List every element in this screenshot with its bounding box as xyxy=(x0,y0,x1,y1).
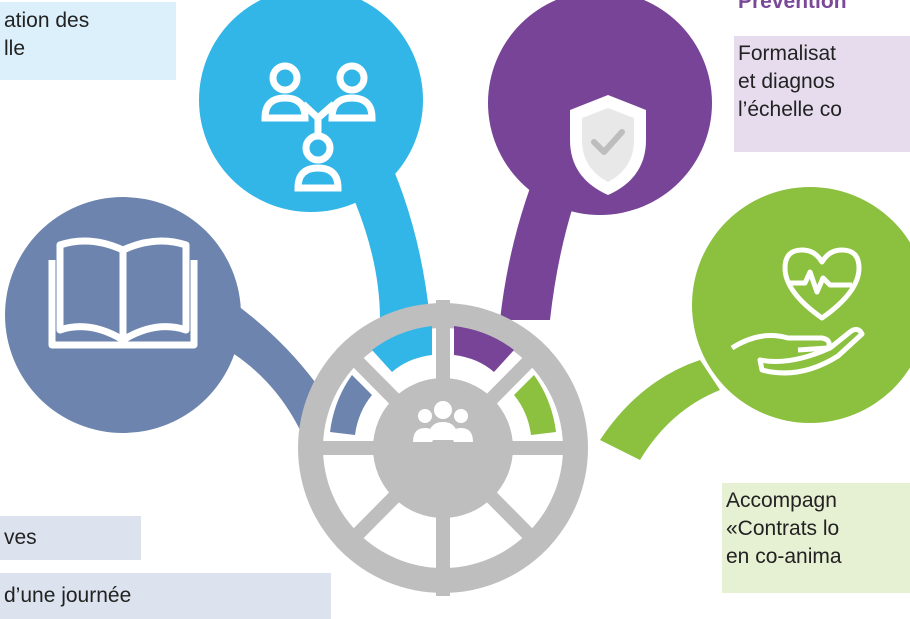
prevention-heading: Prévention xyxy=(738,0,847,13)
textbox-bottom-right-line-3: en co-anima xyxy=(726,545,842,568)
network-node xyxy=(199,0,423,212)
hub xyxy=(298,300,588,596)
textbox-bottom-left-1: ves xyxy=(0,516,141,560)
people-network-icon xyxy=(261,62,376,192)
textbox-bottom-right: Accompagn «Contrats lo en co-anima xyxy=(722,483,910,593)
textbox-top-left: ation des lle xyxy=(0,2,176,80)
health-node xyxy=(692,187,910,423)
stem-health xyxy=(600,360,720,460)
textbox-top-right-line-3: l’échelle co xyxy=(738,98,842,121)
textbox-bottom-left-2-line-1: d’une journée xyxy=(4,584,132,607)
textbox-top-right: Formalisat et diagnos l’échelle co xyxy=(734,36,910,152)
hub-segment-sky-blue xyxy=(372,326,432,372)
textbox-top-left-line-1: ation des xyxy=(4,9,90,32)
textbox-top-left-line-2: lle xyxy=(4,37,26,60)
textbox-top-right-line-2: et diagnos xyxy=(738,70,835,93)
hub-segment-blue-slate xyxy=(330,375,372,435)
textbox-bottom-left-2: d’une journée xyxy=(0,573,331,619)
hub-segment-green xyxy=(514,375,556,435)
textbox-bottom-right-line-2: «Contrats lo xyxy=(726,517,840,540)
textbox-bottom-left-1-line-1: ves xyxy=(4,526,37,549)
hub-segment-purple xyxy=(454,326,514,372)
group-icon xyxy=(413,401,473,442)
heart-hand-icon xyxy=(730,247,865,376)
textbox-top-right-line-1: Formalisat xyxy=(738,42,837,65)
textbox-bottom-right-line-1: Accompagn xyxy=(726,489,837,512)
book-icon xyxy=(48,237,198,349)
shield-check-icon xyxy=(570,95,646,195)
